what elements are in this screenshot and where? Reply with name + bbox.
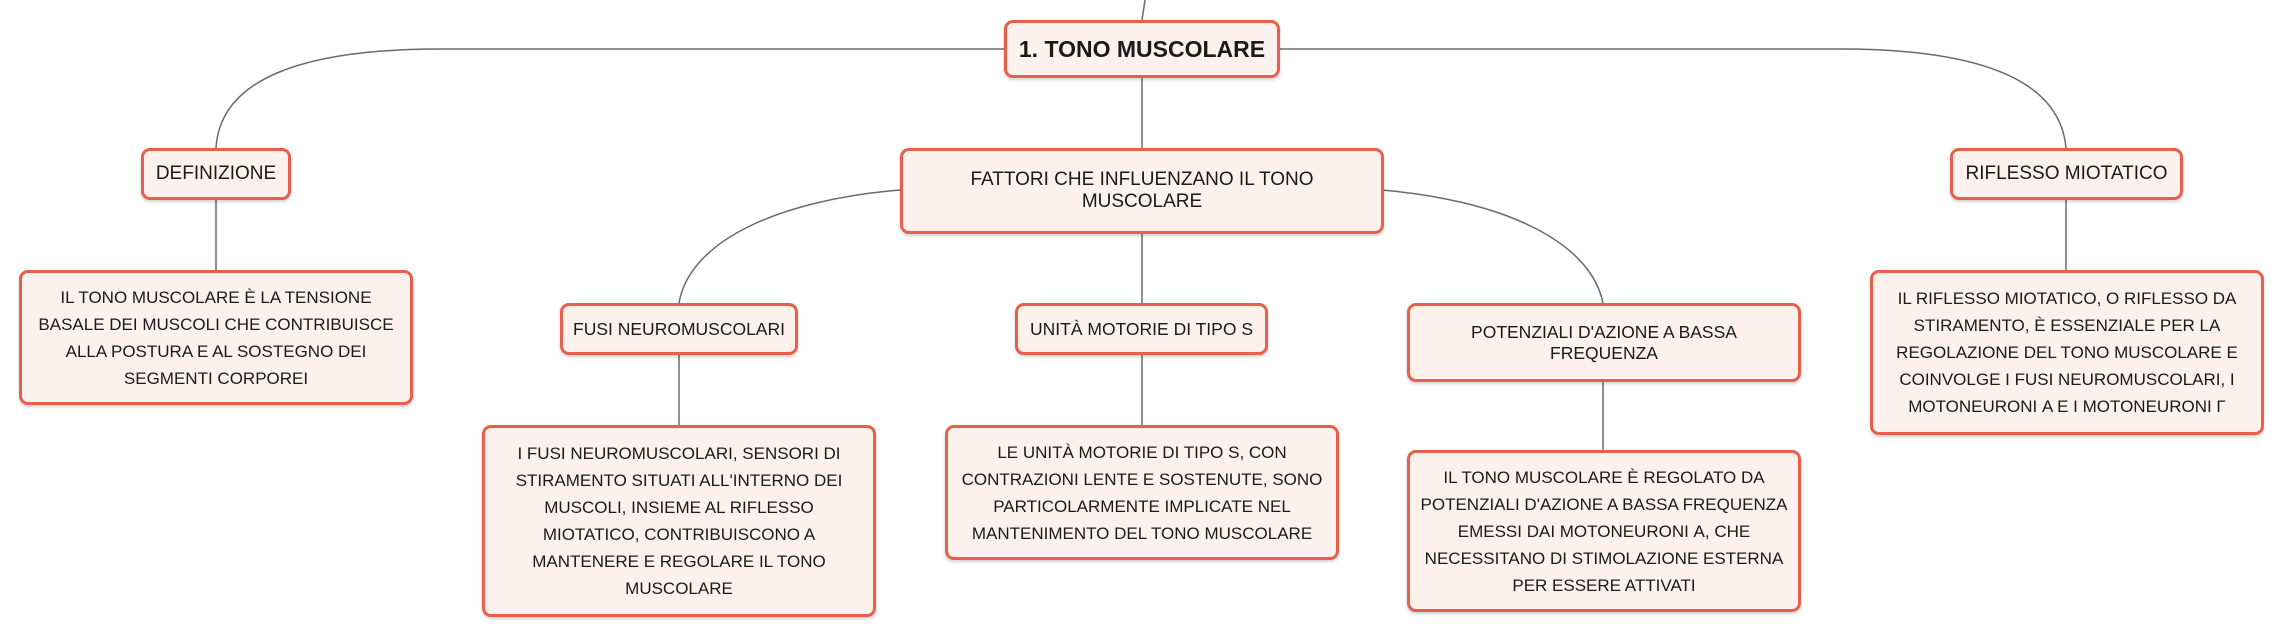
root-label: 1. TONO MUSCOLARE	[1018, 35, 1266, 62]
definition-node[interactable]: DEFINIZIONE	[141, 148, 291, 200]
reflex-text: IL RIFLESSO MIOTATICO, O RIFLESSO DA STI…	[1896, 289, 2238, 416]
reflex-text-node[interactable]: IL RIFLESSO MIOTATICO, O RIFLESSO DA STI…	[1870, 270, 2264, 435]
factor-text-fusi: I FUSI NEUROMUSCOLARI, SENSORI DI STIRAM…	[515, 444, 843, 598]
factor-node-unita[interactable]: UNITÀ MOTORIE DI TIPO S	[1015, 303, 1268, 355]
definition-label: DEFINIZIONE	[155, 163, 277, 184]
factor-label-fusi: FUSI NEUROMUSCOLARI	[573, 318, 785, 339]
factors-label: FATTORI CHE INFLUENZANO IL TONO MUSCOLAR…	[970, 169, 1314, 212]
reflex-label: RIFLESSO MIOTATICO	[1965, 163, 2168, 184]
factor-text-node-unita[interactable]: LE UNITÀ MOTORIE DI TIPO S, CON CONTRAZI…	[945, 425, 1339, 560]
factor-text-node-fusi[interactable]: I FUSI NEUROMUSCOLARI, SENSORI DI STIRAM…	[482, 425, 876, 617]
factor-node-potenziali[interactable]: POTENZIALI D'AZIONE A BASSA FREQUENZA	[1407, 303, 1801, 382]
factor-text-node-potenziali[interactable]: IL TONO MUSCOLARE È REGOLATO DA POTENZIA…	[1407, 450, 1801, 612]
factor-label-potenziali: POTENZIALI D'AZIONE A BASSA FREQUENZA	[1471, 321, 1737, 363]
factors-node[interactable]: FATTORI CHE INFLUENZANO IL TONO MUSCOLAR…	[900, 148, 1384, 234]
reflex-node[interactable]: RIFLESSO MIOTATICO	[1950, 148, 2183, 200]
definition-text-node[interactable]: IL TONO MUSCOLARE È LA TENSIONE BASALE D…	[19, 270, 413, 405]
root-node[interactable]: 1. TONO MUSCOLARE	[1004, 20, 1280, 78]
factor-label-unita: UNITÀ MOTORIE DI TIPO S	[1030, 318, 1253, 339]
definition-text: IL TONO MUSCOLARE È LA TENSIONE BASALE D…	[38, 287, 394, 388]
factor-text-potenziali: IL TONO MUSCOLARE È REGOLATO DA POTENZIA…	[1420, 467, 1788, 595]
factor-text-unita: LE UNITÀ MOTORIE DI TIPO S, CON CONTRAZI…	[961, 442, 1323, 543]
factor-node-fusi[interactable]: FUSI NEUROMUSCOLARI	[560, 303, 798, 355]
